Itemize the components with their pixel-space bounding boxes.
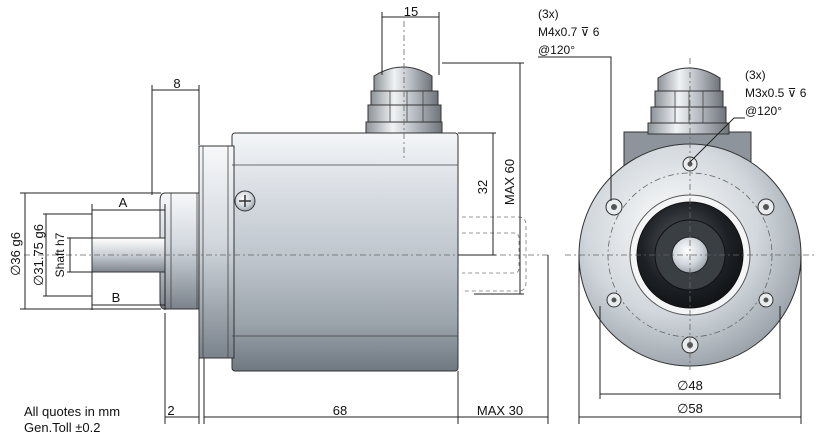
- dim-body-length: 68: [333, 403, 347, 418]
- side-body: [231, 132, 459, 372]
- outer-callout-angle: @120°: [538, 43, 575, 57]
- side-dimensions: 15 8 A B ∅36 g6 ∅31.75 g6 Shaft h7 32 MA: [8, 4, 549, 424]
- inner-callout-count: (3x): [745, 68, 766, 82]
- outer-bolt-holes: [605, 198, 775, 354]
- dim-pilot-diameter: ∅36 g6: [8, 232, 23, 276]
- side-view: [24, 21, 548, 372]
- side-flange: [198, 145, 235, 359]
- cable-gland-front: [647, 67, 730, 135]
- dim-overall-height: MAX 60: [502, 159, 517, 205]
- drawing-notes: All quotes in mm Gen.Toll ±0.2: [24, 404, 120, 435]
- dim-label-b: B: [112, 290, 121, 305]
- side-front-ring: [159, 192, 200, 310]
- inner-callout-angle: @120°: [745, 104, 782, 118]
- tolerance-note: Gen.Toll ±0.2: [24, 420, 101, 435]
- units-note: All quotes in mm: [24, 404, 120, 419]
- dim-flange-diameter: ∅31.75 g6: [31, 224, 46, 286]
- front-view: [565, 58, 815, 370]
- outer-callout-thread: M4x0.7 ⊽ 6: [538, 25, 600, 39]
- dim-gland-offset: 15: [404, 4, 418, 19]
- dim-front-gap: 2: [167, 403, 174, 418]
- dim-label-a: A: [119, 195, 128, 210]
- screw-cross-icon: [239, 195, 251, 207]
- inner-bolt-holes: [606, 156, 774, 308]
- dim-outer-diameter: ∅58: [677, 401, 703, 416]
- dim-inner-bolt-circle: ∅48: [677, 378, 703, 393]
- front-dimensions: ∅48 ∅58: [578, 255, 802, 424]
- cable-gland-side: [365, 66, 443, 134]
- dim-flange-thickness: 8: [173, 76, 180, 91]
- dim-body-height: 32: [475, 180, 490, 194]
- dim-shaft-tolerance: Shaft h7: [53, 232, 67, 277]
- front-callouts: (3x) M4x0.7 ⊽ 6 @120° (3x) M3x0.5 ⊽ 6 @1…: [538, 7, 807, 201]
- inner-callout-thread: M3x0.5 ⊽ 6: [745, 86, 807, 100]
- outer-callout-count: (3x): [538, 7, 559, 21]
- dim-cable-length: MAX 30: [477, 403, 523, 418]
